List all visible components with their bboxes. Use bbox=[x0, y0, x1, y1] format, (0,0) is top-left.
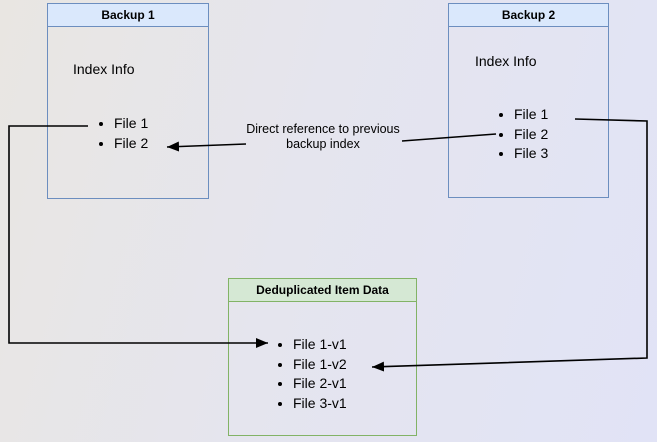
backup1-item-file2: File 2 bbox=[114, 134, 148, 154]
backup1-index-info-label: Index Info bbox=[73, 61, 135, 77]
backup2-index-info-label: Index Info bbox=[475, 53, 537, 69]
backup2-title: Backup 2 bbox=[449, 4, 608, 27]
backup1-title: Backup 1 bbox=[48, 4, 208, 27]
backup1-item-file1: File 1 bbox=[114, 114, 148, 134]
dedup-item-file3v1: File 3-v1 bbox=[293, 394, 347, 414]
backup2-item-file3: File 3 bbox=[514, 144, 548, 164]
dedup-file-list: File 1-v1 File 1-v2 File 2-v1 File 3-v1 bbox=[275, 335, 347, 413]
dedup-item-file2v1: File 2-v1 bbox=[293, 374, 347, 394]
backup2-item-file2: File 2 bbox=[514, 125, 548, 145]
backup2-node: Backup 2 Index Info File 1 File 2 File 3 bbox=[448, 3, 609, 198]
reference-edge-label: Direct reference to previous backup inde… bbox=[246, 122, 400, 151]
dedup-item-file1v2: File 1-v2 bbox=[293, 355, 347, 375]
backup2-item-file1: File 1 bbox=[514, 105, 548, 125]
dedup-item-file1v1: File 1-v1 bbox=[293, 335, 347, 355]
dedup-node: Deduplicated Item Data File 1-v1 File 1-… bbox=[228, 278, 417, 436]
backup2-file-list: File 1 File 2 File 3 bbox=[496, 105, 548, 164]
backup1-file-list: File 1 File 2 bbox=[96, 114, 148, 153]
backup1-node: Backup 1 Index Info File 1 File 2 bbox=[47, 3, 209, 199]
dedup-title: Deduplicated Item Data bbox=[229, 279, 416, 302]
